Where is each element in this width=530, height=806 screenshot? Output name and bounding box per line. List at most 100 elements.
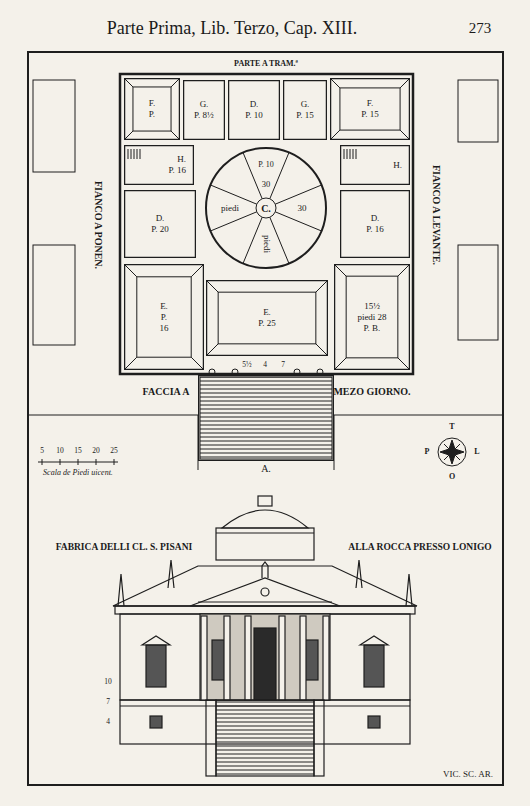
side-label: FACCIA A xyxy=(143,387,190,397)
room-drawing xyxy=(218,292,316,344)
room-label: P. xyxy=(161,312,167,323)
room-drawing xyxy=(131,149,132,159)
dimension: 7 xyxy=(281,361,285,369)
room-label: G. xyxy=(301,99,310,110)
running-head: Parte Prima, Lib. Terzo, Cap. XIII. xyxy=(107,19,357,37)
room-drawing xyxy=(184,81,225,140)
room-drawing xyxy=(137,149,138,159)
room-drawing xyxy=(350,149,351,159)
column xyxy=(294,369,300,375)
room-drawing xyxy=(171,131,180,140)
room-label: G. xyxy=(200,99,209,110)
room-label: P. 15 xyxy=(361,109,379,120)
room: D.P. 20 xyxy=(124,190,196,258)
room: F.P. xyxy=(124,78,180,140)
room-drawing xyxy=(125,191,196,258)
scale-number: 5 xyxy=(40,447,44,455)
room: D.P. 10 xyxy=(228,80,280,140)
room-drawing xyxy=(340,88,400,130)
room-drawing xyxy=(256,198,276,218)
room-label: piedi 28 xyxy=(357,312,386,323)
scale-number: 15 xyxy=(74,447,82,455)
dimension: 10 xyxy=(104,678,112,686)
page-number: 273 xyxy=(469,21,492,36)
room-drawing xyxy=(316,344,328,356)
room-outline xyxy=(198,375,334,461)
room-drawing xyxy=(229,81,280,140)
side-label: FIANCO A LEVANTE. xyxy=(431,165,441,265)
room-label: P. 10 xyxy=(258,159,274,170)
room-drawing xyxy=(275,185,321,204)
room-label: E. xyxy=(263,307,271,318)
room-drawing xyxy=(398,264,410,276)
room-label: P. 16 xyxy=(168,165,186,176)
room-drawing xyxy=(206,148,326,268)
room-drawing xyxy=(353,149,354,159)
room-drawing xyxy=(243,217,262,263)
outbuilding xyxy=(33,80,75,172)
villa-elevation xyxy=(113,496,417,776)
portico-room: 15½piedi 28P. B. xyxy=(334,264,410,370)
page-frame xyxy=(28,52,503,785)
compass-letter: L xyxy=(474,448,479,456)
room-drawing xyxy=(125,265,204,370)
dimension: 4 xyxy=(106,718,110,726)
room-drawing xyxy=(134,149,135,159)
building-title: ALLA ROCCA PRESSO LONIGO xyxy=(348,543,491,553)
room-label: piedi xyxy=(221,203,239,214)
room-drawing xyxy=(207,281,328,356)
room-drawing xyxy=(346,276,398,358)
room-drawing xyxy=(331,79,410,140)
plan-outline xyxy=(120,74,413,374)
room-label: 16 xyxy=(160,323,169,334)
room-drawing xyxy=(284,81,327,140)
room-drawing xyxy=(128,149,129,159)
room-drawing xyxy=(125,146,194,185)
room-label: F. xyxy=(367,98,374,109)
compass-rose xyxy=(438,438,466,466)
compass-letter: P xyxy=(425,448,430,456)
room-label: D. xyxy=(371,213,380,224)
room-drawing xyxy=(356,149,357,159)
outbuilding xyxy=(33,245,75,345)
compass-letter: T xyxy=(449,423,454,431)
room: D.P. 16 xyxy=(340,190,410,258)
room-label: 30 xyxy=(262,179,271,190)
room-drawing xyxy=(344,149,345,159)
room-label: P. 10 xyxy=(245,110,263,121)
side-label: PARTE A TRAM.ª xyxy=(234,60,298,68)
compass-letter: O xyxy=(449,473,455,481)
room-drawing xyxy=(341,191,410,258)
room-label: P. 8½ xyxy=(194,110,214,121)
court-wall xyxy=(28,415,198,470)
room-drawing xyxy=(334,264,346,276)
building-title: FABRICA DELLI CL. S. PISANI xyxy=(56,543,193,553)
room-drawing xyxy=(398,358,410,370)
room-drawing xyxy=(211,185,257,204)
dimension: 7 xyxy=(106,698,110,706)
room-drawing xyxy=(316,280,328,292)
room-drawing xyxy=(137,277,191,357)
court-wall xyxy=(334,415,503,470)
scale-caption: Scala de Piedi uicent. xyxy=(43,469,113,477)
room-label: A. xyxy=(261,463,271,474)
room-label: D. xyxy=(156,213,165,224)
room-drawing xyxy=(270,217,289,263)
room-drawing xyxy=(171,78,180,87)
room-label: 15½ xyxy=(364,301,380,312)
side-label: MEZO GIORNO. xyxy=(333,387,410,397)
room-drawing xyxy=(330,78,340,88)
scale-bar xyxy=(38,459,118,465)
room: E.P. 25 xyxy=(206,280,328,356)
room-drawing xyxy=(200,377,332,459)
room-drawing xyxy=(335,265,410,370)
dimension: 4 xyxy=(263,361,267,369)
room-drawing xyxy=(334,358,346,370)
room-drawing xyxy=(124,78,133,87)
scale-number: 10 xyxy=(56,447,64,455)
room-drawing xyxy=(124,357,137,370)
room-label: P. xyxy=(149,109,155,120)
room-label: H. xyxy=(393,160,402,171)
outbuilding xyxy=(458,245,498,340)
room-drawing xyxy=(133,87,171,131)
